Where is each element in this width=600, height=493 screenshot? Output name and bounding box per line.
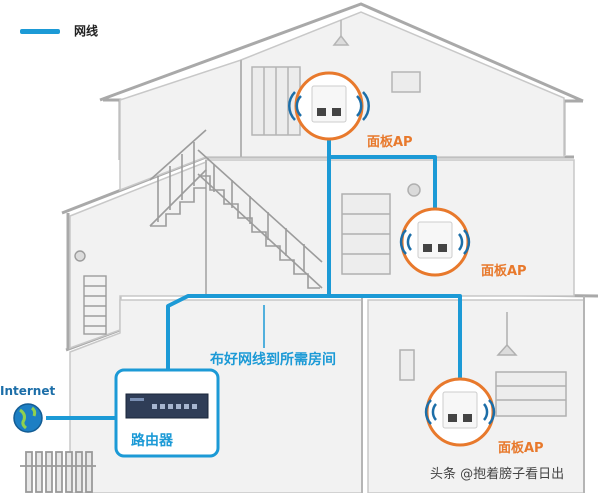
wifi-wave-icon [362,91,370,121]
ap-plate [442,391,478,429]
panel-ap-2 [399,207,471,277]
internet-label: Internet [0,384,56,398]
ethernet-port-icon [448,414,457,422]
fence [20,451,96,493]
router-label: 路由器 [131,433,173,449]
staircase-upper [149,129,207,227]
ethernet-port-icon [438,244,447,252]
wifi-wave-icon [399,229,407,255]
ethernet-port-icon [317,108,326,116]
wiring-label: 布好网线到所需房间 [210,352,336,368]
ethernet-port-icon [463,414,472,422]
ap-plate [417,221,453,259]
wifi-wave-icon [431,403,438,421]
legend-cable-swatch [20,29,60,34]
staircase-lower [197,149,323,289]
panel-ap-3 [424,377,496,447]
ethernet-port-icon [423,244,432,252]
bookshelf [341,183,421,275]
inner-walls [205,60,585,493]
ap-label-2: 面板AP [481,264,527,279]
wifi-wave-icon [482,403,489,421]
wifi-wave-icon [295,95,302,117]
wifi-wave-icon [406,233,413,251]
lower-right-furniture [399,312,567,417]
wifi-wave-icon [457,233,464,251]
wifi-wave-icon [463,229,471,255]
wifi-wave-icon [424,399,432,425]
cable-to-router [166,294,329,395]
cable-to-ap3 [327,157,462,380]
ethernet-port-icon [332,108,341,116]
network-cables [46,130,462,420]
wifi-wave-icon [356,95,363,117]
globe-icon [13,403,43,433]
wifi-wave-icon [288,91,296,121]
legend-label: 网线 [74,24,99,38]
wifi-wave-icon [488,399,496,425]
router [114,368,220,458]
cable-to-ap2 [327,130,437,210]
watermark: 头条 @抱着膀子看日出 [430,467,565,482]
panel-ap-1 [288,71,370,141]
ap-plate [311,85,347,123]
ap-label-3: 面板AP [498,441,544,456]
ap-label-1: 面板AP [367,135,413,150]
left-stair-unit [74,250,107,335]
